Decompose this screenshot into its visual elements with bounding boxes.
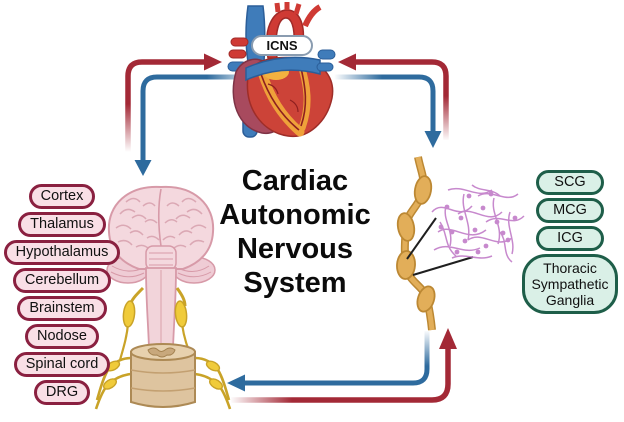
arrow-brain-to-heart [125,53,222,152]
arrow-chain-to-heart [338,53,449,140]
arrow-chain-to-spine [227,331,430,392]
arrow-heart-to-brain [134,74,256,176]
label-nodose: Nodose [25,324,99,349]
label-cerebellum: Cerebellum [12,268,112,293]
sympathetic-chain-illustration [396,156,436,331]
label-cortex: Cortex [28,184,96,209]
arrow-spine-to-chain [231,328,457,403]
heart-illustration [227,2,336,138]
pointer-line-upper [406,217,437,260]
arrow-heart-to-chain [334,74,442,148]
label-drg: DRG [33,380,91,405]
label-hypothalamus: Hypothalamus [3,240,121,265]
cns-labels-column: Cortex Thalamus Hypothalamus Cerebellum … [3,184,121,405]
label-mcg: MCG [536,198,604,223]
page-title: Cardiac Autonomic Nervous System [219,165,371,299]
label-brainstem: Brainstem [17,296,107,321]
label-scg: SCG [536,170,604,195]
label-spinal-cord: Spinal cord [13,352,111,377]
vagus-nerves-illustration [118,286,194,361]
label-icg: ICG [536,226,604,251]
label-thoracic-sympathetic-ganglia: Thoracic Sympathetic Ganglia [522,254,618,314]
cardiac-plexus-illustration [431,184,525,263]
spinal-segment-illustration [94,343,232,410]
icns-label: ICNS [251,35,313,56]
brain-illustration [106,185,216,349]
ganglia-labels-column: SCG MCG ICG Thoracic Sympathetic Ganglia [520,170,620,314]
pointer-line-lower [412,256,474,276]
label-thalamus: Thalamus [18,212,106,237]
